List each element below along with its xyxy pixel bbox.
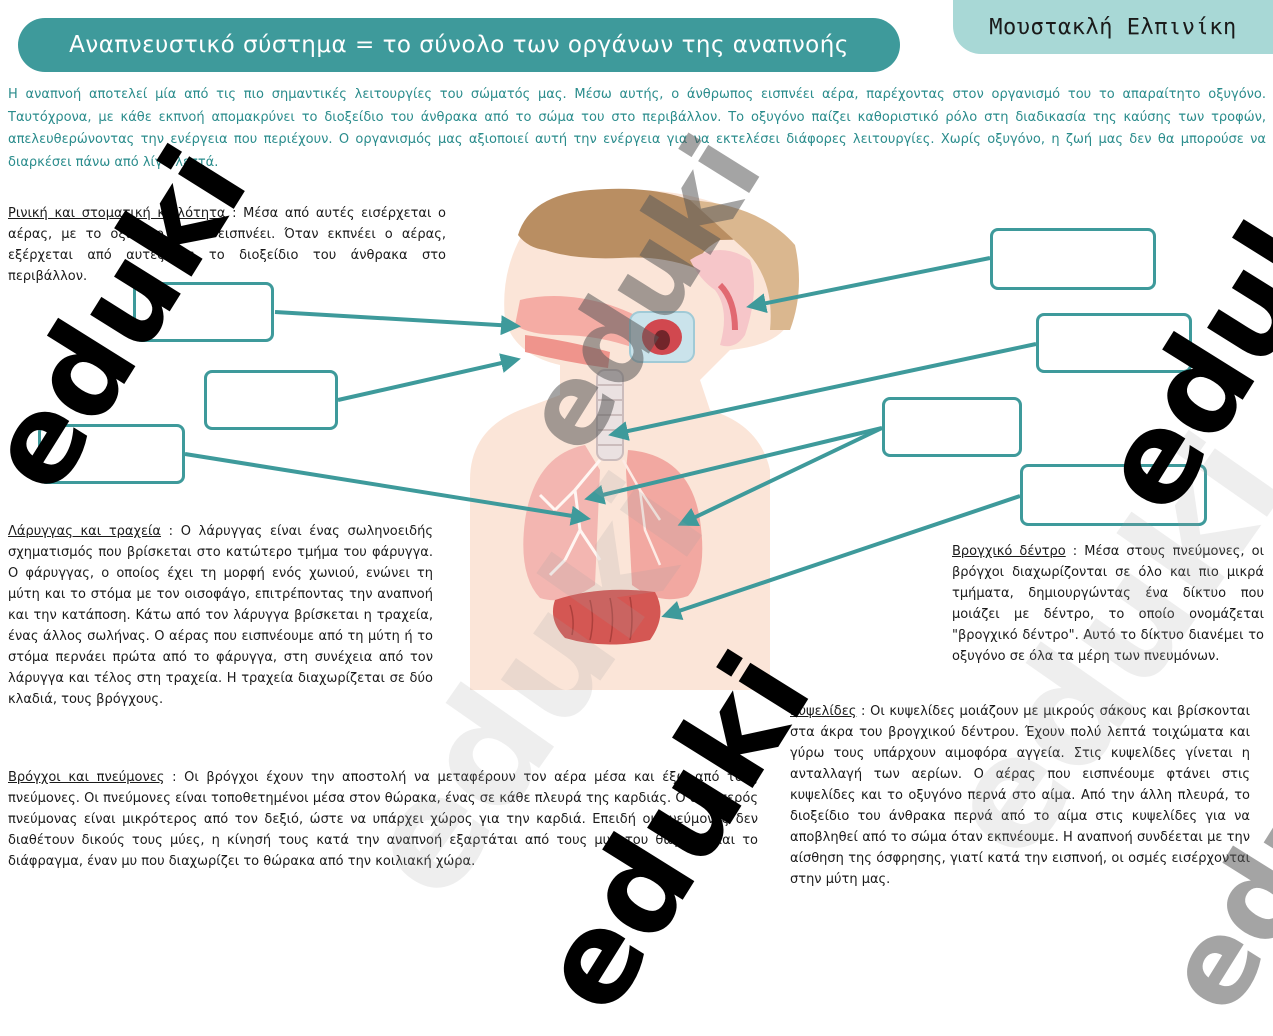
answer-box-mouth[interactable] <box>204 370 338 430</box>
page-title: Αναπνευστικό σύστημα = το σύνολο των οργ… <box>69 32 849 58</box>
section-text: : Οι βρόγχοι έχουν την αποστολή να μεταφ… <box>8 770 758 869</box>
page-title-banner: Αναπνευστικό σύστημα = το σύνολο των οργ… <box>18 18 900 72</box>
answer-box-diaphragm[interactable] <box>1020 464 1207 526</box>
answer-box-trachea[interactable] <box>1036 313 1192 373</box>
section-bronchial-tree: Βρογχικό δέντρο : Μέσα στους πνεύμονες, … <box>952 541 1264 667</box>
section-label: Λάρυγγας και τραχεία <box>8 524 161 539</box>
section-bronchi-lungs: Βρόγχοι και πνεύμονες : Οι βρόγχοι έχουν… <box>8 767 758 872</box>
respiratory-illustration <box>184 188 1037 690</box>
section-larynx-trachea: Λάρυγγας και τραχεία : Ο λάρυγγας είναι … <box>8 521 433 710</box>
section-label: Βρόγχοι και πνεύμονες <box>8 770 165 785</box>
section-label: Κυψελίδες <box>790 704 857 719</box>
answer-box-lungs-left[interactable] <box>38 424 185 484</box>
author-tab: Μουστακλή Ελπινίκη <box>953 0 1273 54</box>
answer-box-nose[interactable] <box>133 282 274 342</box>
section-alveoli: Κυψελίδες : Οι κυψελίδες μοιάζουν με μικ… <box>790 701 1250 890</box>
section-text: : Οι κυψελίδες μοιάζουν με μικρούς σάκου… <box>790 704 1250 887</box>
pointer-arrows <box>184 256 1037 621</box>
section-text: : Μέσα από αυτές εισέρχεται ο αέρας, με … <box>8 206 446 284</box>
section-label: Βρογχικό δέντρο <box>952 544 1066 559</box>
answer-box-bronchi[interactable] <box>882 397 1022 457</box>
answer-box-pharynx[interactable] <box>990 228 1156 290</box>
section-text: : Μέσα στους πνεύμονες, οι βρόγχοι διαχω… <box>952 544 1264 664</box>
author-name: Μουστακλή Ελπινίκη <box>989 14 1237 40</box>
section-nasal-oral-cavity: Ρινική και στοματική κοιλότητα : Μέσα απ… <box>8 203 446 287</box>
intro-paragraph: Η αναπνοή αποτελεί μία από τις πιο σημαν… <box>8 87 1266 170</box>
body-figure <box>470 188 799 690</box>
section-text: : Ο λάρυγγας είναι ένας σωληνοειδής σχημ… <box>8 524 433 707</box>
section-label: Ρινική και στοματική κοιλότητα <box>8 206 226 221</box>
